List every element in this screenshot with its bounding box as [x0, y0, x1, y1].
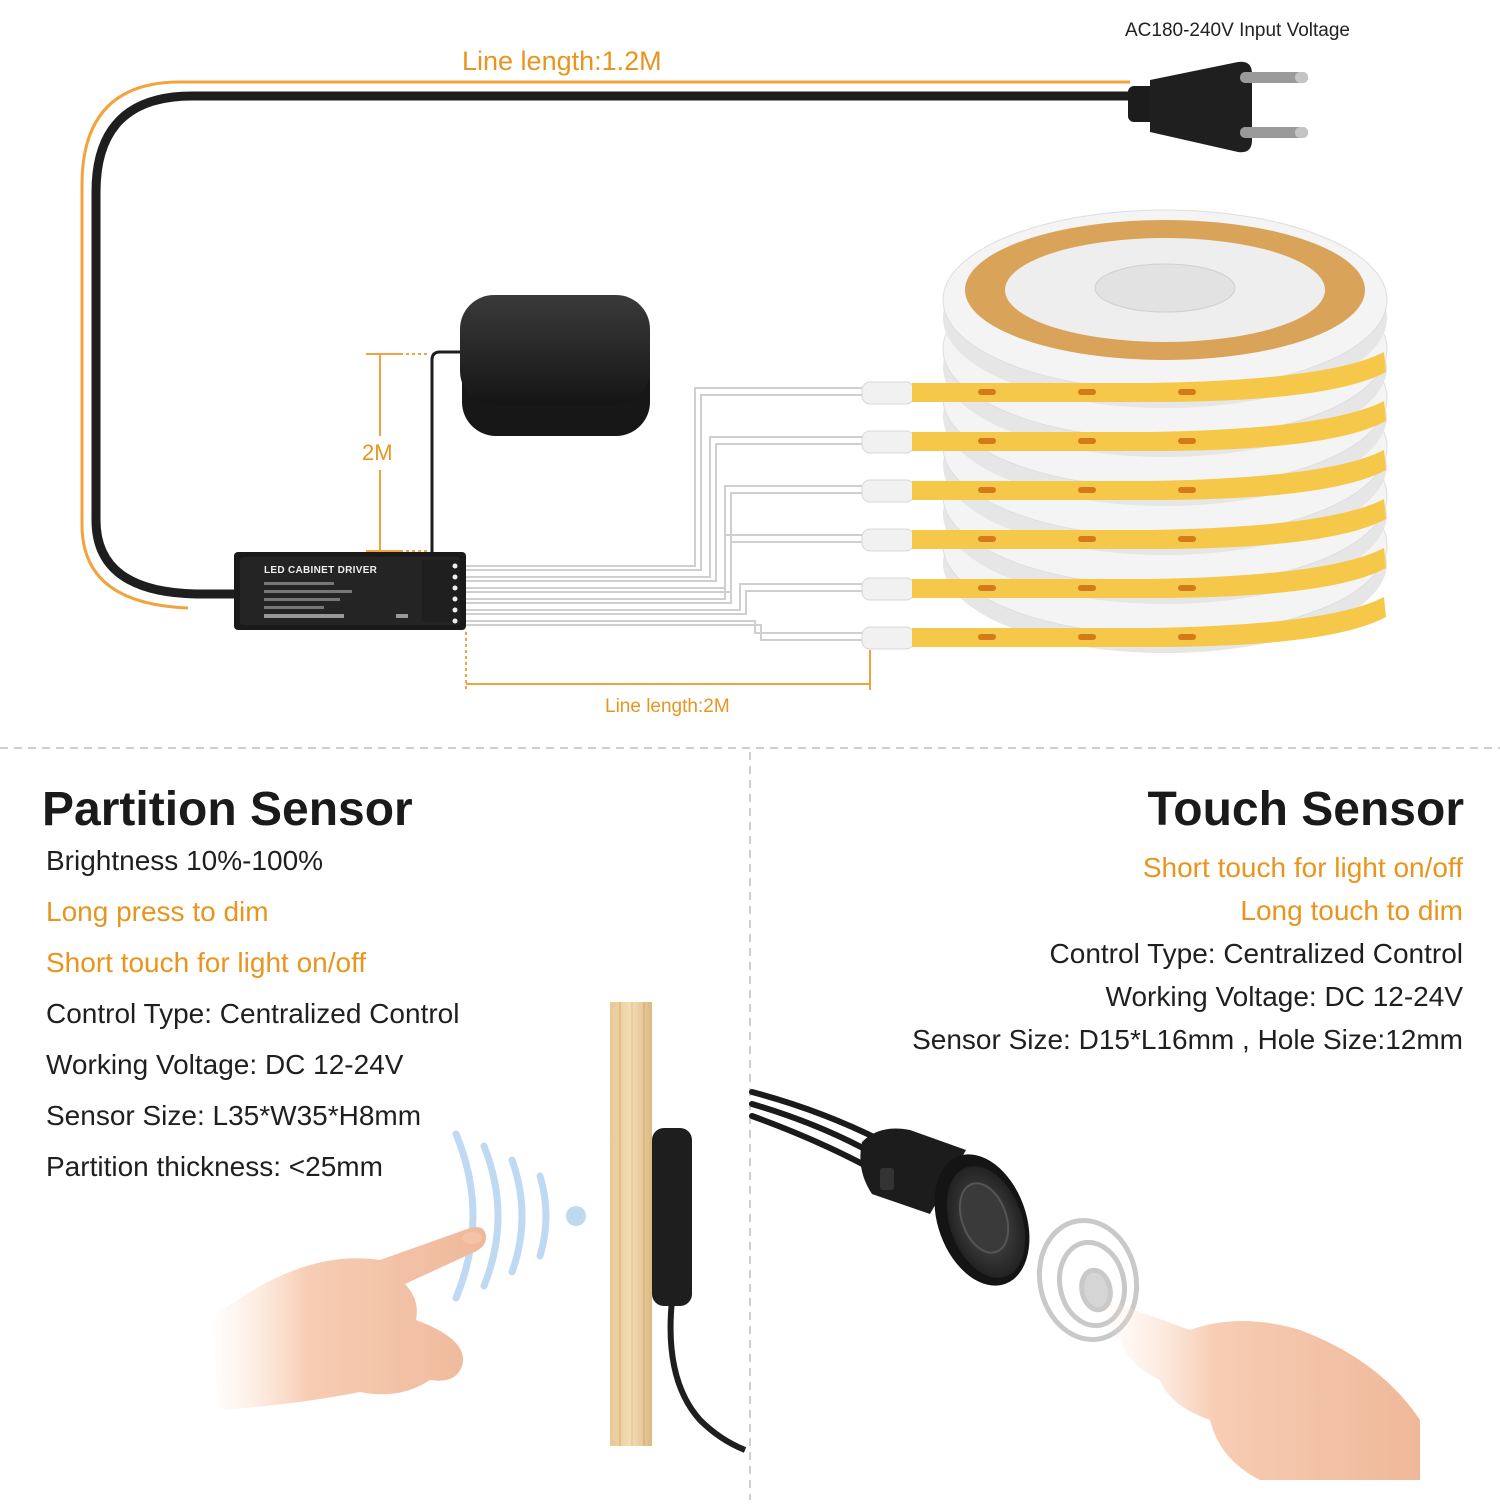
driver-label: LED CABINET DRIVER — [264, 565, 378, 576]
bottom-line-length-label: Line length:2M — [605, 696, 730, 717]
led-strip — [861, 548, 1386, 601]
led-strip — [861, 499, 1386, 552]
wood-partition — [610, 1002, 652, 1446]
pointing-hand-left — [210, 1227, 486, 1410]
top-line-length-label: Line length:1.2M — [462, 46, 662, 76]
pointing-hand-right — [1102, 1303, 1420, 1480]
partition-spec-item: Partition thickness: <25mm — [46, 1151, 383, 1182]
sensor-length-dimension — [366, 353, 430, 552]
top-length-guide — [80, 80, 1130, 610]
touch-spec-item: Working Voltage: DC 12-24V — [1105, 981, 1463, 1012]
partition-spec-item: Control Type: Centralized Control — [46, 998, 460, 1029]
output-wires — [466, 387, 862, 641]
sensor-cable — [430, 350, 462, 558]
touch-spec-item: Long touch to dim — [1240, 895, 1463, 926]
led-driver — [234, 552, 466, 630]
led-strip — [861, 352, 1386, 405]
power-cable — [91, 91, 1135, 599]
partition-spec-item: Short touch for light on/off — [46, 947, 367, 978]
partition-spec-item: Sensor Size: L35*W35*H8mm — [46, 1100, 422, 1131]
input-voltage-label: AC180-240V Input Voltage — [1125, 20, 1351, 41]
led-strip — [861, 450, 1386, 503]
touch-spec-item: Sensor Size: D15*L16mm , Hole Size:12mm — [912, 1024, 1463, 1055]
partition-spec-item: Long press to dim — [46, 896, 269, 927]
partition-sensor-title: Partition Sensor — [42, 783, 413, 836]
partition-spec-item: Working Voltage: DC 12-24V — [46, 1049, 404, 1080]
led-strip — [861, 401, 1386, 454]
touch-spec-item: Short touch for light on/off — [1142, 852, 1463, 883]
partition-spec-item: Brightness 10%-100% — [46, 845, 324, 876]
led-strip-reels — [861, 209, 1388, 653]
wave-signal-icon — [452, 1130, 586, 1302]
power-plug — [1128, 61, 1308, 153]
touch-spec-item: Control Type: Centralized Control — [1049, 938, 1463, 969]
sensor-cable-length-label: 2M — [362, 440, 393, 465]
touch-sensor-title: Touch Sensor — [1147, 783, 1464, 836]
partition-sensor-box — [460, 295, 650, 436]
strip-length-dimension — [465, 632, 871, 690]
reel-hub — [1094, 263, 1236, 313]
touch-ripple-icon — [1036, 1217, 1140, 1343]
mounted-partition-sensor — [652, 1128, 747, 1453]
touch-sensor-button — [860, 1128, 1030, 1286]
led-strip — [861, 597, 1386, 650]
